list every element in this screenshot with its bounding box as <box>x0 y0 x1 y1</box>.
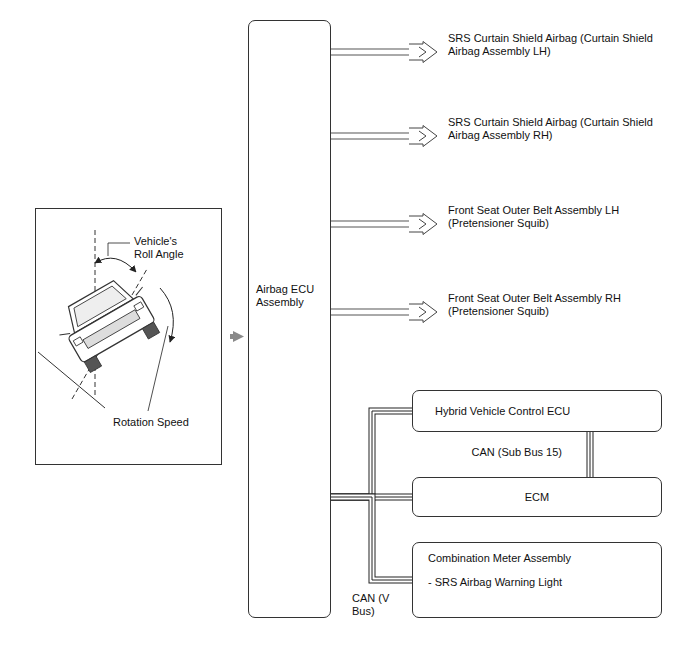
squib-wire <box>331 52 410 53</box>
node-text: Hybrid Vehicle Control ECU <box>435 405 570 418</box>
squib-component: SRS Curtain Shield Airbag (Curtain Shiel… <box>408 32 684 63</box>
node-text: SRS Curtain Shield Airbag (Curtain Shiel… <box>448 32 672 58</box>
squib-wire <box>331 136 410 137</box>
squib-symbol <box>408 301 438 323</box>
connector-path <box>331 411 412 497</box>
flow-arrow <box>230 336 233 337</box>
squib-wire <box>331 312 410 313</box>
vehicle-figure <box>49 270 166 377</box>
connector-path <box>331 497 412 580</box>
connector-path <box>331 411 412 497</box>
node-text: Airbag ECU Assembly <box>256 283 326 309</box>
node-text: ECM <box>525 491 549 504</box>
ground-line <box>38 352 105 408</box>
squib-outline <box>409 126 437 147</box>
squib-symbol <box>408 125 438 147</box>
connector-path <box>331 222 410 227</box>
can-bus-line <box>590 432 591 477</box>
squib-component: SRS Curtain Shield Airbag (Curtain Shiel… <box>408 116 684 147</box>
meter-box: Combination Meter Assembly - SRS Airbag W… <box>412 542 662 618</box>
label-holder: CAN (Sub Bus 15) <box>472 446 562 459</box>
connector-path <box>590 432 591 477</box>
leader-line <box>108 243 130 256</box>
connector-path <box>331 310 410 315</box>
connector-path <box>331 221 410 228</box>
bus-label: CAN (V Bus) <box>352 592 394 618</box>
rotation-speed-arrow <box>160 288 173 342</box>
connector-path <box>331 411 412 497</box>
vehicle-mirror <box>59 330 70 338</box>
vehicle-body <box>68 295 156 363</box>
ecu-box: Hybrid Vehicle Control ECU <box>412 390 662 432</box>
node-text: - SRS Airbag Warning Light <box>428 576 651 589</box>
squib-mark <box>419 219 426 229</box>
squib-symbol <box>408 41 438 63</box>
squib-mark <box>419 307 426 317</box>
squib-outline <box>409 42 437 63</box>
connector-path <box>331 50 410 55</box>
node-text: Combination Meter Assembly <box>428 552 651 565</box>
connector-path <box>331 497 412 580</box>
node-text: SRS Curtain Shield Airbag (Curtain Shiel… <box>448 116 672 142</box>
node-text: Front Seat Outer Belt Assembly RH (Prete… <box>448 292 672 318</box>
can-bus-line <box>331 411 412 497</box>
vehicle-headlight <box>73 337 83 346</box>
label-holder: CAN (V Bus) <box>352 592 394 618</box>
vehicle-grille <box>83 310 140 349</box>
connector-path <box>331 497 412 580</box>
connector-path <box>331 309 410 316</box>
bus-label: CAN (Sub Bus 15) <box>472 446 562 459</box>
ecu-box: ECM <box>412 477 662 517</box>
ecu-box: Airbag ECU Assembly <box>248 20 331 618</box>
vehicle-wheel <box>142 322 159 339</box>
vehicle-mirror <box>134 287 145 295</box>
node-text: Front Seat Outer Belt Assembly LH (Prete… <box>448 204 672 230</box>
can-bus-line <box>331 497 412 580</box>
callout-text: Vehicle's Roll Angle <box>134 235 198 261</box>
illustration-panel: Vehicle's Roll AngleRotation Speed <box>35 208 222 465</box>
squib-wire <box>331 224 410 225</box>
connector-path <box>331 49 410 56</box>
connector-path <box>588 432 593 477</box>
vehicle-headlight <box>134 302 144 311</box>
leader-line <box>148 326 168 411</box>
callout-text: Rotation Speed <box>113 416 221 429</box>
connector-path <box>230 334 233 339</box>
squib-outline <box>409 302 437 323</box>
squib-mark <box>419 131 426 141</box>
connector-path <box>331 133 410 140</box>
connector-path <box>331 134 410 139</box>
connector-path <box>587 432 594 477</box>
squib-component: Front Seat Outer Belt Assembly RH (Prete… <box>408 292 684 323</box>
squib-outline <box>409 214 437 235</box>
vehicle-wheel <box>84 356 101 373</box>
squib-mark <box>419 47 426 57</box>
roll-angle-arrow <box>95 258 136 272</box>
squib-component: Front Seat Outer Belt Assembly LH (Prete… <box>408 204 684 235</box>
squib-symbol <box>408 213 438 235</box>
